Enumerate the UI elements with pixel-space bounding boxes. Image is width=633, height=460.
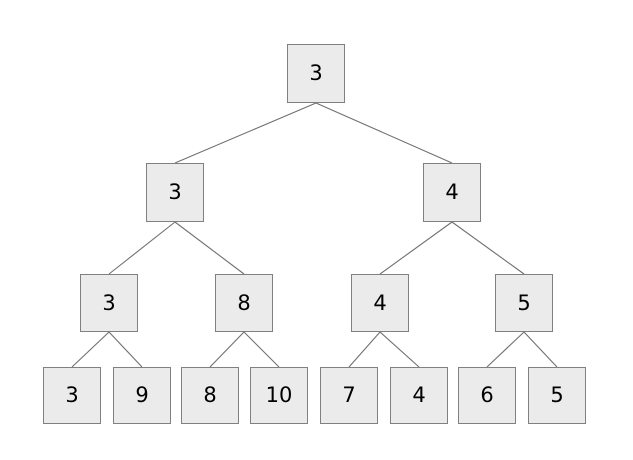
tree-node-label: 4 [445, 180, 459, 204]
tree-node[interactable]: 4 [351, 274, 409, 332]
tree-edge [315, 102, 453, 164]
tree-node-label: 5 [550, 383, 564, 407]
tree-node-label: 3 [65, 383, 79, 407]
tree-node[interactable]: 10 [250, 367, 308, 424]
tree-edge [243, 331, 280, 368]
tree-node-label: 9 [135, 383, 149, 407]
tree-node-label: 5 [517, 290, 531, 315]
tree-edge [209, 331, 245, 368]
tree-edge [71, 331, 110, 368]
tree-node[interactable]: 6 [458, 367, 516, 424]
tree-node[interactable]: 8 [181, 367, 239, 424]
tree-node-label: 8 [237, 290, 251, 315]
tree-edge [379, 221, 453, 275]
tree-node-label: 6 [480, 383, 494, 407]
tree-edge [486, 331, 525, 368]
tree-edge [174, 221, 245, 275]
tree-node-label: 8 [203, 383, 217, 407]
tree-edge [523, 331, 558, 368]
tree-node[interactable]: 3 [80, 274, 138, 332]
tree-node[interactable]: 9 [113, 367, 171, 424]
tree-node[interactable]: 8 [215, 274, 273, 332]
tree-node-label: 4 [373, 290, 387, 315]
tree-node-label: 4 [412, 383, 426, 407]
tree-node-label: 3 [168, 180, 182, 204]
tree-edge [348, 331, 381, 368]
tree-node-label: 7 [342, 383, 356, 407]
tree-node[interactable]: 3 [43, 367, 101, 424]
tree-node[interactable]: 5 [495, 274, 553, 332]
tree-node[interactable]: 3 [146, 163, 204, 222]
tree-edge [108, 221, 176, 275]
tree-node[interactable]: 4 [390, 367, 448, 424]
tree-node-label: 10 [265, 383, 293, 407]
tree-node[interactable]: 7 [320, 367, 378, 424]
tree-node[interactable]: 4 [423, 163, 481, 222]
tree-node[interactable]: 5 [528, 367, 586, 424]
tree-node[interactable]: 3 [287, 44, 345, 103]
tree-edge [174, 102, 317, 164]
tree-node-label: 3 [309, 61, 323, 85]
tree-edge [108, 331, 143, 368]
tree-node-label: 3 [102, 290, 116, 315]
tree-edge [451, 221, 525, 275]
tree-edge [379, 331, 420, 368]
